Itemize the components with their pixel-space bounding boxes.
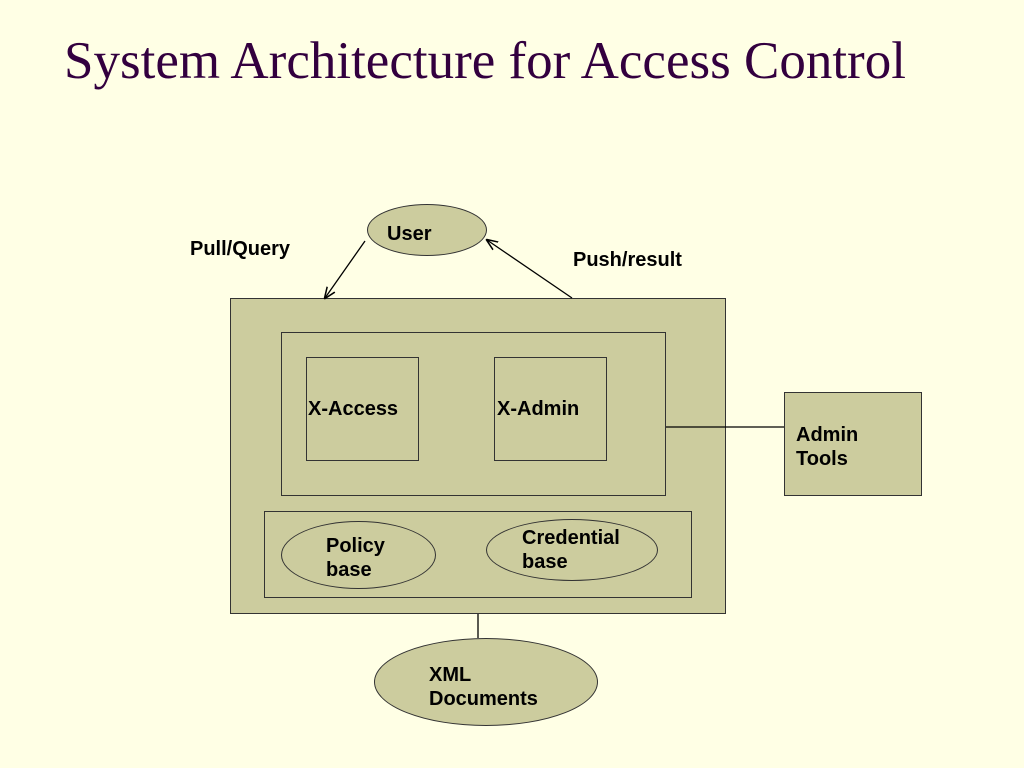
credential-base-label: Credential base: [522, 526, 620, 574]
x-admin-box: [494, 357, 607, 461]
credential-base-line-2: base: [522, 551, 568, 573]
policy-base-label: Policy base: [326, 534, 385, 582]
xml-documents-label: XML Documents: [429, 663, 538, 711]
user-label: User: [387, 223, 432, 245]
xml-documents-line-2: Documents: [429, 688, 538, 710]
x-access-box: [306, 357, 419, 461]
xml-documents-node: [374, 638, 598, 726]
credential-base-node: [486, 519, 658, 581]
admin-tools-line-2: Tools: [796, 448, 848, 470]
credential-base-line-1: Credential: [522, 527, 620, 549]
policy-base-line-2: base: [326, 559, 372, 581]
push-result-arrow: [487, 240, 573, 299]
push-result-label: Push/result: [573, 249, 682, 271]
pull-query-label: Pull/Query: [190, 238, 291, 260]
admin-tools-box: [784, 392, 922, 496]
x-admin-label: X-Admin: [497, 398, 580, 420]
policy-base-line-1: Policy: [326, 535, 385, 557]
policy-base-node: [281, 521, 436, 589]
pull-query-arrow: [325, 240, 366, 298]
xml-documents-line-1: XML: [429, 664, 472, 686]
slide-title: System Architecture for Access Control: [64, 32, 906, 90]
admin-tools-line-1: Admin: [796, 424, 859, 446]
admin-tools-label: Admin Tools: [796, 423, 858, 471]
x-access-label: X-Access: [308, 398, 399, 420]
user-node: [367, 204, 487, 256]
